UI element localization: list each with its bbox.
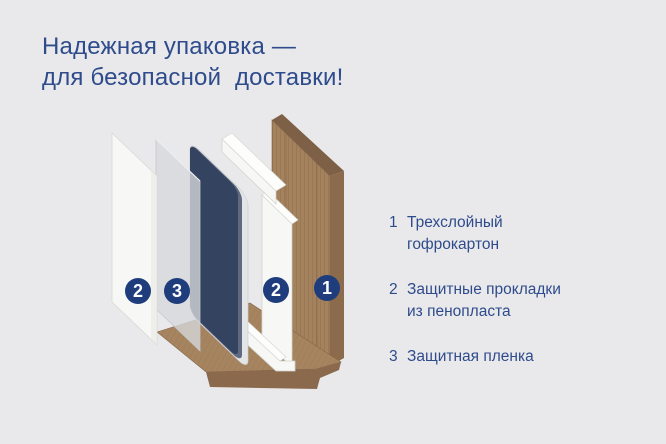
legend: 1 Трехслойный гофрокартон 2 Защитные про… [389,212,629,391]
tv-panel-screen [190,147,238,355]
foam-pad-face [111,132,158,346]
badge-foam-frame-circle [263,277,289,303]
foam-pad-edge-shade [151,170,157,345]
legend-item-text: Трехслойный гофрокартон [407,212,503,256]
cardboard-panel-top-face [272,114,344,176]
legend-item-cardboard: 1 Трехслойный гофрокартон [389,212,629,256]
badge-foam-pad: 2 [125,278,151,304]
cardboard-panel-side-face [330,171,344,366]
badge-foam-frame-number: 2 [271,280,281,300]
cardboard-base-front-face [206,362,341,389]
legend-item-number: 2 [389,281,398,298]
legend-item-text: Защитные прокладки из пенопласта [407,279,561,323]
legend-item-foam-pads: 2 Защитные прокладки из пенопласта [389,279,629,323]
title-line-2: для безопасной доставки! [42,64,344,91]
legend-item-line: Защитная пленка [407,348,534,365]
badge-protective-film: 3 [164,278,190,304]
legend-item-line: из пенопласта [407,303,511,320]
badge-protective-film-number: 3 [172,281,182,301]
badge-protective-film-circle [164,278,190,304]
legend-item-film: 3 Защитная пленка [389,346,629,368]
badge-cardboard: 1 [314,275,340,301]
protective-film-top-highlight [155,138,201,182]
title-line-1: Надежная упаковка — [42,33,297,60]
badge-foam-pad-number: 2 [133,281,143,301]
badge-cardboard-number: 1 [322,278,332,298]
legend-item-line: Защитные прокладки [407,281,561,298]
badge-foam-pad-circle [125,278,151,304]
legend-item-line: Трехслойный [407,214,503,231]
tv-panel [189,145,249,365]
badge-foam-frame: 2 [263,277,289,303]
badge-cardboard-circle [314,275,340,301]
page-title: Надежная упаковка — для безопасной доста… [42,31,343,93]
foam-frame-top-rail-top [221,132,287,192]
legend-item-number: 3 [389,348,398,365]
legend-item-line: гофрокартон [407,236,500,253]
foam-pad-sheet [111,132,158,346]
legend-item-number: 1 [389,214,398,231]
legend-item-text: Защитная пленка [407,346,534,368]
